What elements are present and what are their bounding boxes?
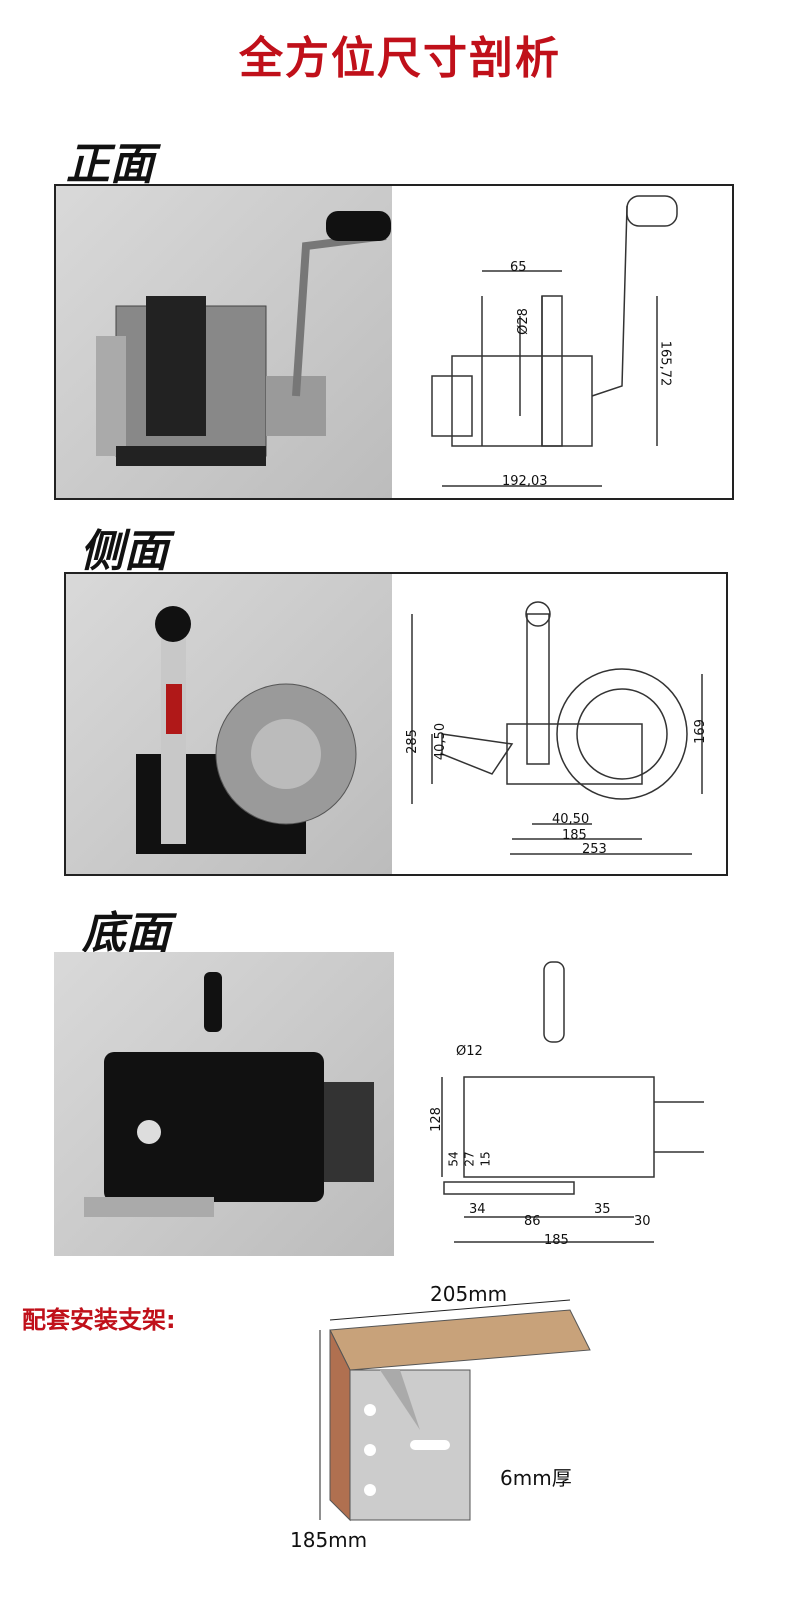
front-dim-b: Ø28 — [515, 308, 531, 335]
front-product-photo — [56, 186, 396, 498]
page-title: 全方位尺寸剖析 — [239, 33, 561, 84]
bottom-dim-d: 27 — [462, 1151, 477, 1167]
front-dim-d: 192,03 — [502, 474, 548, 489]
winch-bottom-image — [84, 972, 374, 1217]
side-dim-f: 253 — [582, 842, 607, 857]
bottom-product-photo — [54, 952, 394, 1256]
side-dim-a: 285 — [404, 729, 420, 754]
winch-front-image — [96, 211, 391, 466]
bottom-dim-e: 15 — [478, 1151, 493, 1167]
side-dim-c: 169 — [692, 719, 708, 744]
bottom-section-label: 底面 — [82, 908, 170, 959]
side-panel: 285 40,50 169 40,50 185 253 — [64, 572, 728, 876]
side-dim-e: 185 — [562, 828, 587, 843]
bottom-dim-i: 30 — [634, 1214, 651, 1229]
front-drawing-svg — [431, 195, 678, 487]
front-technical-drawing: 65 Ø28 165,72 192,03 — [392, 186, 732, 498]
front-dim-a: 65 — [510, 260, 527, 275]
front-panel: 65 Ø28 165,72 192,03 — [54, 184, 734, 500]
bracket-illustration — [319, 1299, 591, 1522]
bottom-dim-h: 35 — [594, 1202, 611, 1217]
side-drawing-svg — [411, 601, 703, 855]
bottom-dim-a: Ø12 — [456, 1044, 483, 1059]
bottom-drawing-svg — [441, 961, 704, 1243]
bottom-dim-b: 128 — [428, 1107, 444, 1132]
bottom-dim-f: 34 — [469, 1202, 486, 1217]
side-dim-b: 40,50 — [433, 722, 449, 761]
side-dim-d: 40,50 — [552, 812, 590, 827]
bottom-dim-c: 54 — [446, 1151, 461, 1167]
bottom-dim-j: 185 — [544, 1233, 569, 1248]
bracket-width: 205mm — [430, 1282, 508, 1306]
bottom-panel: Ø12 128 54 27 15 34 86 35 30 185 — [54, 952, 714, 1256]
bottom-dim-g: 86 — [524, 1214, 541, 1229]
front-section-label: 正面 — [66, 139, 154, 190]
bottom-technical-drawing: Ø12 128 54 27 15 34 86 35 30 185 — [404, 952, 714, 1256]
bracket-thickness: 6mm厚 — [500, 1466, 572, 1490]
front-dim-c: 165,72 — [657, 340, 673, 387]
bracket-height: 185mm — [290, 1528, 368, 1552]
winch-side-image — [136, 606, 357, 854]
side-section-label: 侧面 — [80, 526, 168, 577]
bracket-section-label: 配套安装支架: — [22, 1306, 176, 1334]
side-technical-drawing: 285 40,50 169 40,50 185 253 — [392, 574, 726, 874]
side-product-photo — [66, 574, 396, 874]
